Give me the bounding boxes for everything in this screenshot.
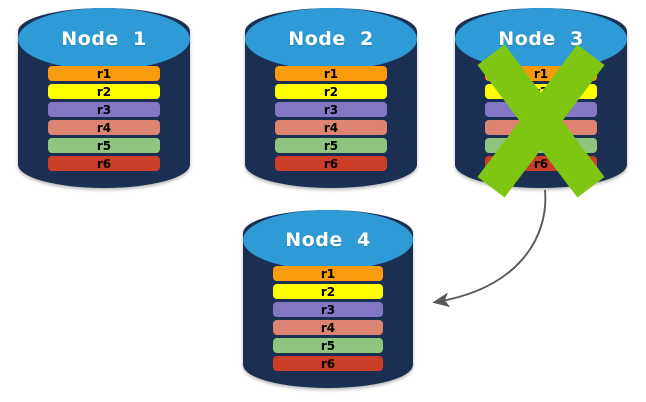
node-4-row-r1[interactable]: r1 [273,266,383,281]
node-2-row-r6[interactable]: r6 [275,156,387,171]
node-4-cylinder-top: Node 4 [243,210,413,270]
node-3-row-r2[interactable]: r2 [485,84,597,99]
failover-arrow-path [432,189,547,308]
node-1-rows: r1 r2 r3 r4 r5 r6 [48,66,160,171]
node-3-rows: r1 r2 r3 r4 r5 r6 [485,66,597,171]
node-2-row-r2[interactable]: r2 [275,84,387,99]
node-4-row-r4[interactable]: r4 [273,320,383,335]
node-1-cylinder-top: Node 1 [18,8,190,70]
node-3-row-r5[interactable]: r5 [485,138,597,153]
node-4-row-r3[interactable]: r3 [273,302,383,317]
node-4[interactable]: Node 4 r1 r2 r3 r4 r5 r6 [243,210,413,388]
node-3-row-r3[interactable]: r3 [485,102,597,117]
node-4-title: Node 4 [285,229,371,251]
node-1-row-r3[interactable]: r3 [48,102,160,117]
node-2-rows: r1 r2 r3 r4 r5 r6 [275,66,387,171]
node-2-row-r5[interactable]: r5 [275,138,387,153]
node-2-row-r3[interactable]: r3 [275,102,387,117]
node-3-row-r1[interactable]: r1 [485,66,597,81]
node-2-title: Node 2 [288,28,374,50]
node-4-rows: r1 r2 r3 r4 r5 r6 [273,266,383,371]
node-4-row-r5[interactable]: r5 [273,338,383,353]
node-1-row-r1[interactable]: r1 [48,66,160,81]
node-1-title: Node 1 [61,28,147,50]
node-2[interactable]: Node 2 r1 r2 r3 r4 r5 r6 [245,8,417,188]
node-3-row-r4[interactable]: r4 [485,120,597,135]
node-4-row-r6[interactable]: r6 [273,356,383,371]
node-3-cylinder-top: Node 3 [455,8,627,70]
node-2-row-r4[interactable]: r4 [275,120,387,135]
node-1-row-r4[interactable]: r4 [48,120,160,135]
node-4-row-r2[interactable]: r2 [273,284,383,299]
node-3[interactable]: Node 3 r1 r2 r3 r4 r5 r6 [455,8,627,198]
node-3-row-r6[interactable]: r6 [485,156,597,171]
node-1-row-r5[interactable]: r5 [48,138,160,153]
node-3-title: Node 3 [498,28,584,50]
node-2-row-r1[interactable]: r1 [275,66,387,81]
node-1-row-r2[interactable]: r2 [48,84,160,99]
node-1-row-r6[interactable]: r6 [48,156,160,171]
node-2-cylinder-top: Node 2 [245,8,417,70]
node-1[interactable]: Node 1 r1 r2 r3 r4 r5 r6 [18,8,190,188]
